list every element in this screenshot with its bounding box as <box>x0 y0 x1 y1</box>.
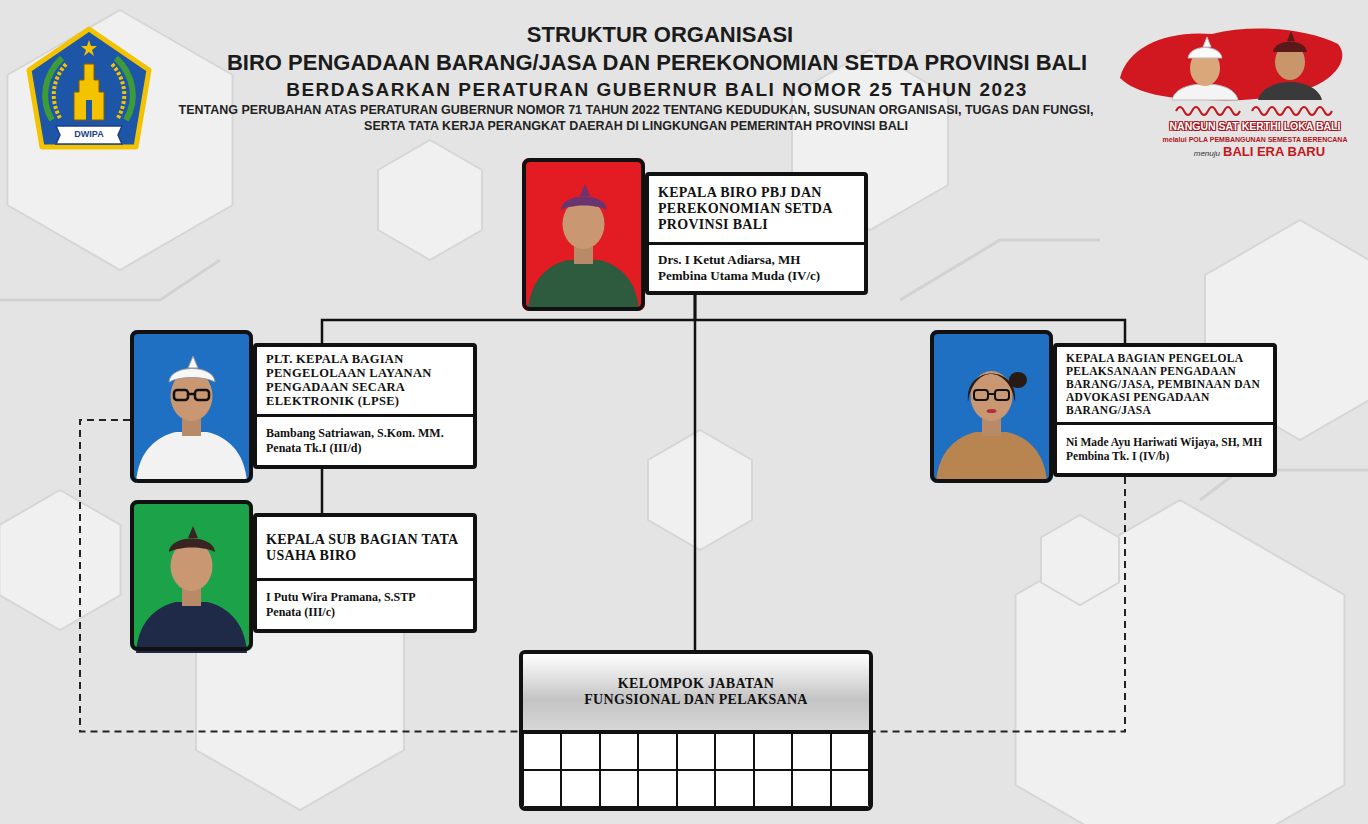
head-of-bureau-box: KEPALA BIRO PBJ DAN PEREKONOMIAN SETDA P… <box>522 158 868 311</box>
province-emblem <box>29 29 149 147</box>
grid-cell <box>600 770 638 807</box>
chart-title: STRUKTUR ORGANISASI <box>300 22 1020 47</box>
portrait-photo <box>130 330 253 483</box>
subtitle: BIRO PENGADAAN BARANG/JASA DAN PEREKONOM… <box>150 49 1164 77</box>
hexagon-pattern <box>0 10 1368 824</box>
reporting-line <box>694 295 697 650</box>
subdivision-box: KEPALA SUB BAGIAN TATA USAHA BIRO I Putu … <box>130 500 477 651</box>
department-box: PLT. KEPALA BAGIAN PENGELOLAAN LAYANAN P… <box>130 330 477 483</box>
position-title: KEPALA BAGIAN PENGELOLA PELAKSANAAN PENG… <box>1066 352 1264 417</box>
position-title-cell: KEPALA SUB BAGIAN TATA USAHA BIRO <box>257 517 473 581</box>
official-rank: Penata Tk.I (III/d) <box>266 441 464 456</box>
grid-cell <box>561 733 599 770</box>
grid-cell <box>715 770 753 807</box>
official-rank: Penata (III/c) <box>266 605 464 620</box>
functional-group-box: KELOMPOK JABATAN FUNGSIONAL DAN PELAKSAN… <box>519 650 873 811</box>
slogan-tagline: BALI ERA BARU <box>1223 144 1348 160</box>
grid-cell <box>523 733 561 770</box>
group-header: KELOMPOK JABATAN FUNGSIONAL DAN PELAKSAN… <box>523 654 869 733</box>
grid-cell <box>561 770 599 807</box>
regulation-note: TENTANG PERUBAHAN ATAS PERATURAN GUBERNU… <box>166 103 1106 134</box>
department-box: KEPALA BAGIAN PENGELOLA PELAKSANAAN PENG… <box>930 330 1277 483</box>
grid-cell <box>677 770 715 807</box>
position-panel: KEPALA SUB BAGIAN TATA USAHA BIRO I Putu … <box>253 513 477 633</box>
reporting-line <box>695 295 1125 343</box>
official-name: Ni Made Ayu Hariwati Wijaya, SH, MH <box>1066 435 1264 449</box>
grid-cell <box>754 770 792 807</box>
staff-grid <box>523 733 869 807</box>
official-name: Drs. I Ketut Adiarsa, MH <box>658 252 855 268</box>
official-name-cell: Ni Made Ayu Hariwati Wijaya, SH, MHPembi… <box>1057 425 1273 473</box>
position-title: KEPALA BIRO PBJ DAN PEREKONOMIAN SETDA P… <box>658 185 855 232</box>
grid-cell <box>600 733 638 770</box>
grid-cell <box>677 733 715 770</box>
position-title-cell: KEPALA BAGIAN PENGELOLA PELAKSANAAN PENG… <box>1057 347 1273 425</box>
grid-cell <box>754 733 792 770</box>
background-lines <box>0 240 1368 500</box>
emblem-ribbon-text: DWIPA <box>70 129 108 140</box>
slogan: NANGUN SAT KERTHI LOKA BALI <box>1152 120 1358 133</box>
grid-cell <box>638 770 676 807</box>
grid-cell <box>715 733 753 770</box>
portrait-photo <box>522 158 645 311</box>
official-rank: Pembina Utama Muda (IV/c) <box>658 268 855 284</box>
regulation-title: BERDASARKAN PERATURAN GUBERNUR BALI NOMO… <box>150 78 1164 102</box>
grid-cell <box>792 733 830 770</box>
position-title: KEPALA SUB BAGIAN TATA USAHA BIRO <box>266 532 464 564</box>
grid-cell <box>638 733 676 770</box>
reporting-line <box>322 295 695 343</box>
slogan-prefix: menuju <box>1176 149 1220 159</box>
position-panel: KEPALA BIRO PBJ DAN PEREKONOMIAN SETDA P… <box>645 172 868 295</box>
grid-cell <box>831 770 869 807</box>
official-rank: Pembina Tk. I (IV/b) <box>1066 449 1264 463</box>
position-panel: PLT. KEPALA BAGIAN PENGELOLAAN LAYANAN P… <box>253 343 477 469</box>
coordination-line <box>80 420 519 732</box>
slogan-subtext: melalui POLA PEMBANGUNAN SEMESTA BERENCA… <box>1152 136 1358 145</box>
position-title-cell: PLT. KEPALA BAGIAN PENGELOLAAN LAYANAN P… <box>257 347 473 417</box>
official-name-cell: I Putu Wira Pramana, S.STPPenata (III/c) <box>257 581 473 629</box>
portrait-photo <box>930 330 1053 483</box>
portrait-photo <box>130 500 253 653</box>
campaign-logo <box>1120 29 1342 115</box>
reporting-line <box>321 469 324 514</box>
coordination-line <box>873 477 1125 732</box>
grid-cell <box>792 770 830 807</box>
grid-cell <box>523 770 561 807</box>
official-name: I Putu Wira Pramana, S.STP <box>266 590 464 605</box>
group-title: KELOMPOK JABATAN FUNGSIONAL DAN PELAKSAN… <box>571 676 821 708</box>
official-name-cell: Drs. I Ketut Adiarsa, MHPembina Utama Mu… <box>649 245 864 291</box>
position-title: PLT. KEPALA BAGIAN PENGELOLAAN LAYANAN P… <box>266 352 464 409</box>
official-name-cell: Bambang Satriawan, S.Kom. MM.Penata Tk.I… <box>257 417 473 465</box>
position-title-cell: KEPALA BIRO PBJ DAN PEREKONOMIAN SETDA P… <box>649 176 864 245</box>
grid-cell <box>831 733 869 770</box>
official-name: Bambang Satriawan, S.Kom. MM. <box>266 426 464 441</box>
position-panel: KEPALA BAGIAN PENGELOLA PELAKSANAAN PENG… <box>1053 343 1277 477</box>
